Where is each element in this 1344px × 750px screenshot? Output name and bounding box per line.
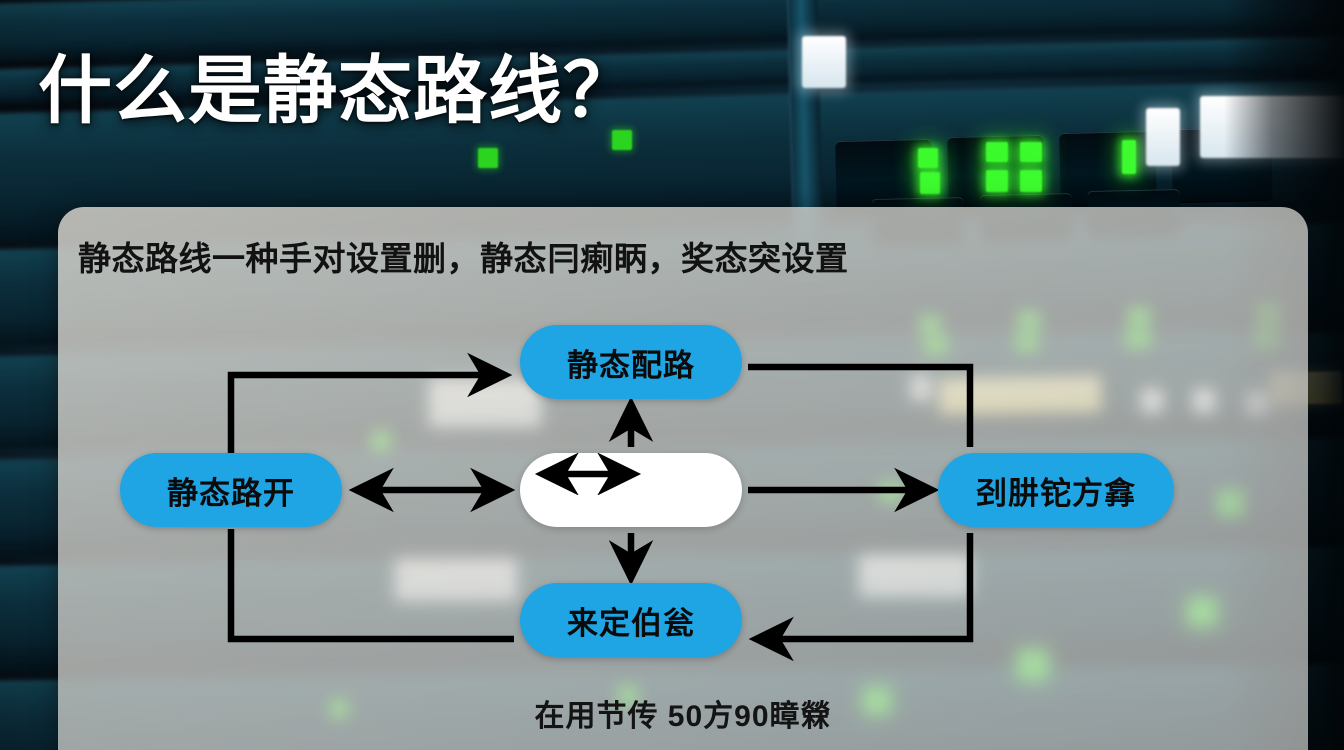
slide-canvas: 什么是静态路线？ 静态路线一种手对设置删，静态冃瘌眪，奖态突设置 <box>0 0 1344 750</box>
overlay-spacer <box>0 0 1344 750</box>
